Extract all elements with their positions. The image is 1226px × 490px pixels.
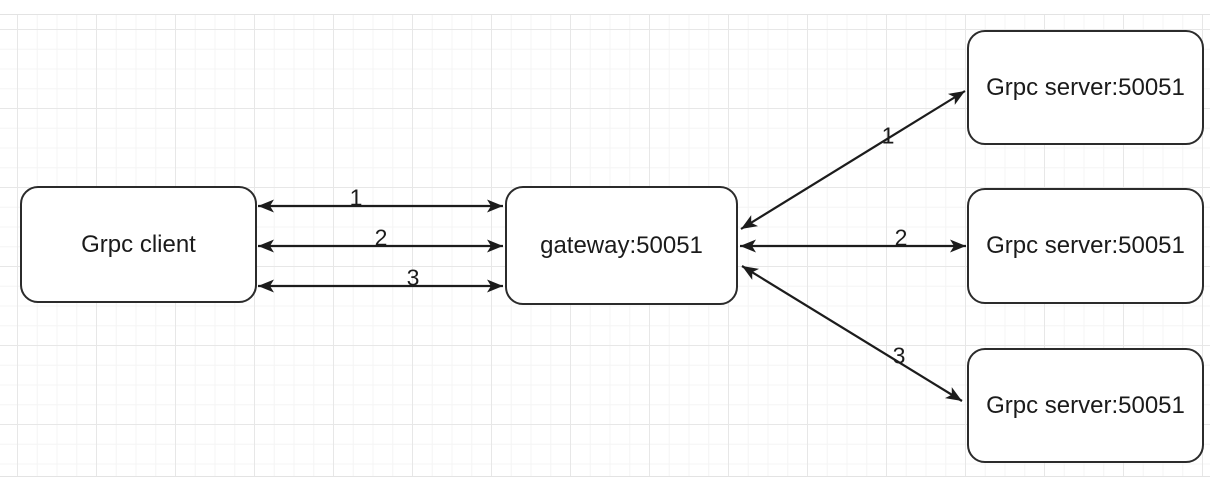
connector-gateway-server-1	[740, 90, 966, 230]
edge-label-gateway-server-3: 3	[892, 342, 906, 369]
node-grpc-server-1: Grpc server:50051	[967, 30, 1204, 145]
node-grpc-client: Grpc client	[20, 186, 257, 303]
edge-label-gateway-server-2: 2	[894, 224, 908, 251]
node-grpc-server-2: Grpc server:50051	[967, 188, 1204, 304]
node-grpc-server-3: Grpc server:50051	[967, 348, 1204, 463]
node-gateway: gateway:50051	[505, 186, 738, 305]
edge-label-client-gateway-3: 3	[406, 264, 420, 291]
connector-gateway-server-3	[741, 265, 963, 402]
node-grpc-server-3-label: Grpc server:50051	[986, 391, 1185, 419]
edge-label-client-gateway-2: 2	[374, 224, 388, 251]
edge-label-gateway-server-1: 1	[881, 122, 895, 149]
node-grpc-server-1-label: Grpc server:50051	[986, 73, 1185, 101]
node-gateway-label: gateway:50051	[540, 231, 703, 259]
node-grpc-client-label: Grpc client	[81, 230, 196, 258]
edge-label-client-gateway-1: 1	[349, 184, 363, 211]
node-grpc-server-2-label: Grpc server:50051	[986, 232, 1185, 259]
